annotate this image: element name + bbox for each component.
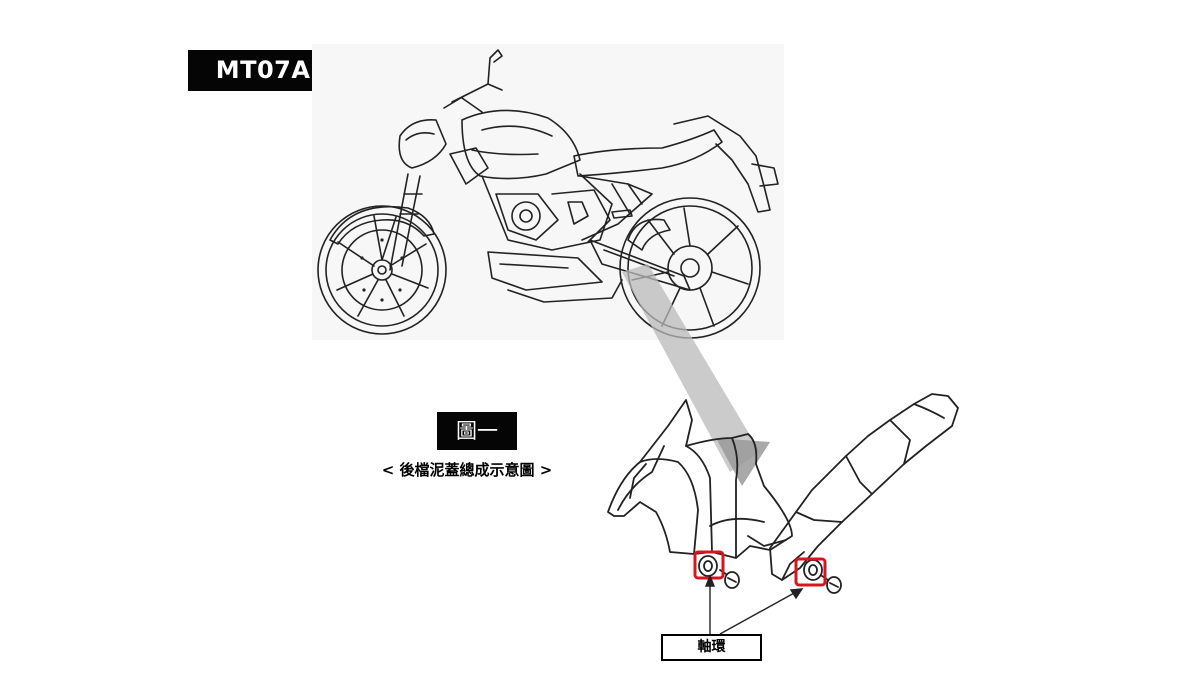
rear-fender-piece: [769, 393, 959, 581]
rear-fender-drawing: [607, 393, 959, 594]
bolt-right: [821, 575, 842, 594]
collar-highlight-right: [794, 557, 827, 587]
figure-caption: < 後檔泥蓋總成示意圖 >: [381, 461, 553, 479]
front-hugger-piece: [607, 399, 793, 559]
figure-label: 圖一: [437, 412, 517, 450]
collar-right: [803, 559, 823, 581]
front-wheel: [317, 205, 447, 335]
collar-label: 軸環: [661, 634, 762, 661]
rear-fender-exploded-view: [560, 250, 980, 620]
collar-left: [698, 555, 718, 577]
